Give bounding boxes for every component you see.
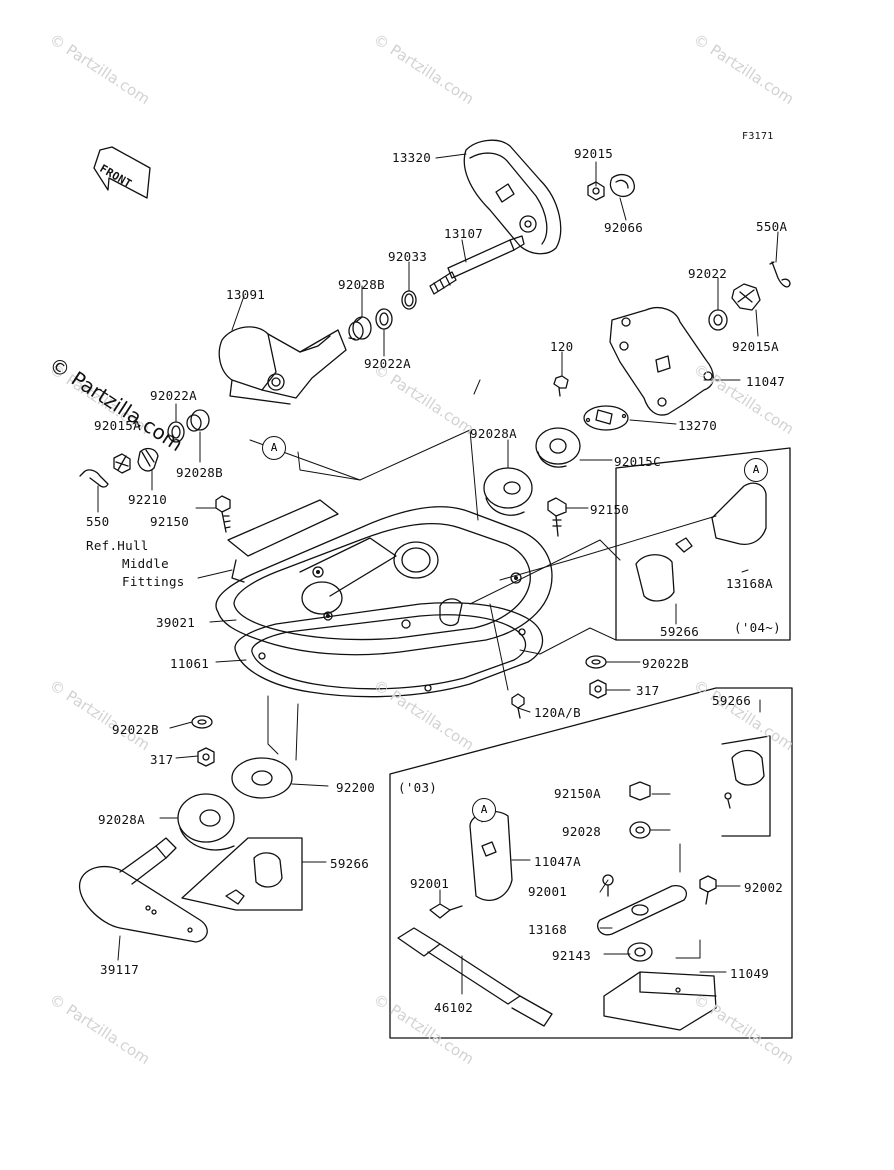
nut-92015a-left [113,453,131,474]
bushing-92028b [348,316,372,341]
washer-92022b-left [191,715,213,729]
part-label: 39021 [156,615,196,630]
leader-lines [97,153,779,995]
part-label: 92022A [150,388,197,403]
part-label: 92028B [338,277,385,292]
part-label: 92028B [176,465,223,480]
gasket-11061 [234,602,544,698]
part-label: 92150 [590,502,630,517]
part-label: 13168 [528,922,568,937]
part-label: 13168A [726,576,773,591]
figure-code: F3171 [742,131,774,142]
detail-dots [316,570,518,618]
lever-plate-11047 [609,307,714,416]
part-label: 92210 [128,492,168,507]
hub-92015c [535,427,581,468]
callout-a-inset-04: A [744,458,768,482]
part-label: 92022 [688,266,728,281]
inset-59266-lower [181,837,303,911]
part-label: 92150A [554,786,601,801]
inset-59266-04 [615,447,791,641]
ref-note-line1: Ref.Hull [86,538,149,553]
part-label: 92028A [98,812,145,827]
part-label: 317 [636,683,660,698]
part-label: 92200 [336,780,376,795]
part-label: 92015A [94,418,141,433]
cotter-pin-550 [79,469,109,488]
bolt-120ab [511,693,525,719]
callout-a-housing: A [262,436,286,460]
lever-arm-39117 [79,837,208,943]
bushing-92028b-left [186,409,210,432]
part-label: 92022B [112,722,159,737]
part-label: 92028 [562,824,602,839]
nut-317-right [589,679,607,699]
spring-92210 [137,447,159,472]
part-label: 120A/B [534,705,581,720]
part-label: 59266 [712,693,752,708]
grommet-92028a-top [483,467,533,516]
ref-note-line2: Middle [122,556,169,571]
part-label: 11047A [534,854,581,869]
inset-03 [389,687,793,1039]
part-label: 92033 [388,249,428,264]
ref-note-line3: Fittings [122,574,185,589]
part-label: 92015 [574,146,614,161]
front-arrow-icon [93,146,151,199]
washer-92022b-right [585,655,607,669]
part-label: 92015A [732,339,779,354]
part-label: 317 [150,752,174,767]
washer-92022 [708,309,728,331]
part-label: 92066 [604,220,644,235]
bolt-92150-right [547,497,567,537]
part-label: 59266 [660,624,700,639]
part-label: 13091 [226,287,266,302]
circlip-92033 [401,290,417,310]
part-label: 11061 [170,656,210,671]
washer-92022a [375,308,393,330]
part-label: 13270 [678,418,718,433]
disc-13270 [583,405,629,431]
part-label: 92022B [642,656,689,671]
part-label: 39117 [100,962,140,977]
part-label: 120 [550,339,574,354]
handle-13320 [463,139,562,255]
cotter-pin-550a [769,261,791,288]
part-label: 92001 [410,876,450,891]
grommet-92028a-lower [177,793,235,851]
part-label: 92028A [470,426,517,441]
part-label: 13107 [444,226,484,241]
part-label: 11049 [730,966,770,981]
bolt-120 [553,375,569,397]
part-label: 92002 [744,880,784,895]
part-label: 46102 [434,1000,474,1015]
part-label: 92001 [528,884,568,899]
part-label: 11047 [746,374,786,389]
cap-92066 [609,173,635,198]
castle-nut-92015a [731,283,761,311]
part-label: 92022A [364,356,411,371]
base-39021 [215,506,553,656]
part-label: 59266 [330,856,370,871]
nut-317-left [197,747,215,767]
bolt-92150-left [215,495,231,533]
part-label: 13320 [392,150,432,165]
callout-a-inset-03: A [472,798,496,822]
part-label: 550A [756,219,788,234]
washer-92200 [231,757,293,799]
part-label: 92015C [614,454,661,469]
inset-year-04: ('04~) [734,620,781,635]
housing-13091 [218,326,347,405]
part-label: 550 [86,514,110,529]
part-label: 92150 [150,514,190,529]
inset-year-03: ('03) [398,780,438,795]
shaft-13107 [429,235,525,295]
part-label: 92143 [552,948,592,963]
